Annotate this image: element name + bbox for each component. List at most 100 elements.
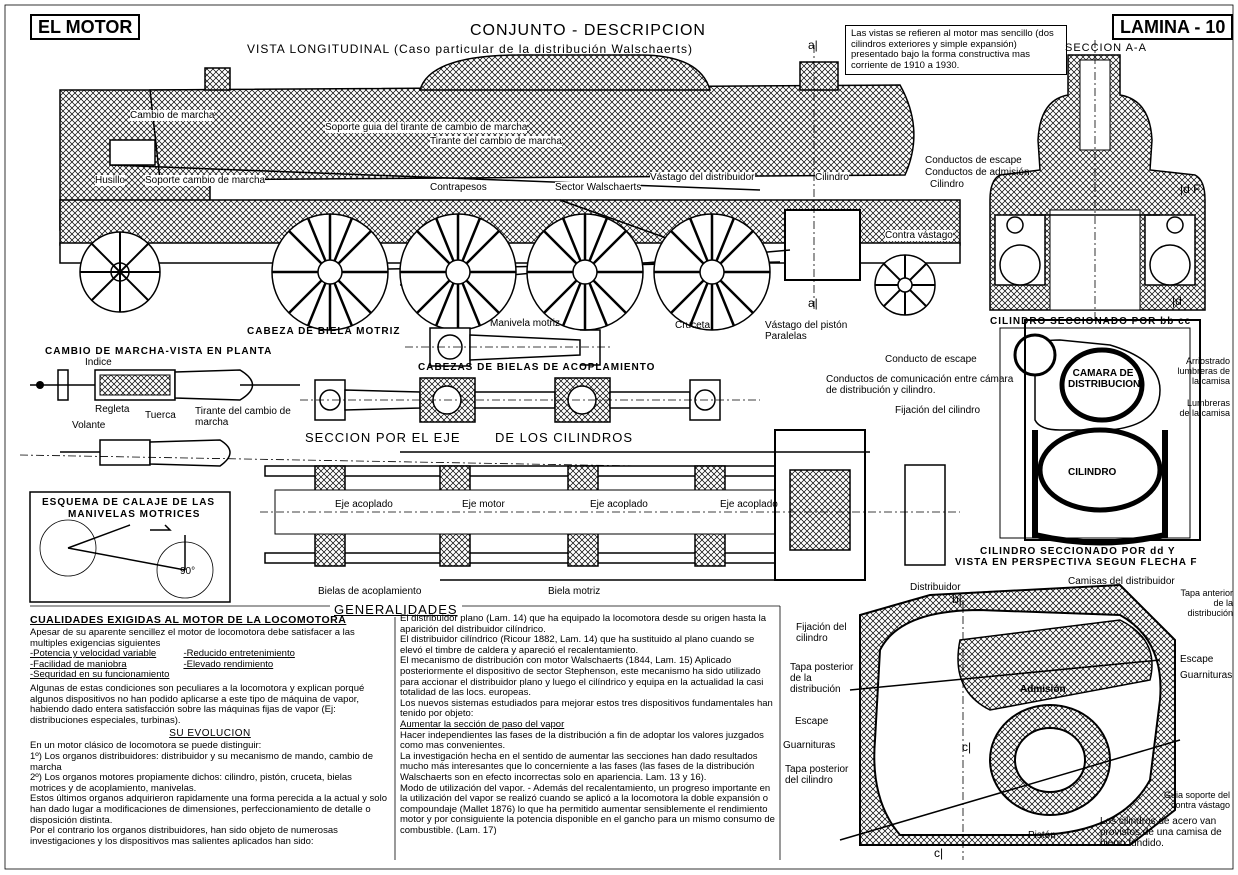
label-volante: Volante — [72, 420, 106, 431]
col2-p4: Los nuevos sistemas estudiados para mejo… — [400, 697, 773, 720]
label-tapa-posterior-cil: Tapa posterior del cilindro — [785, 764, 849, 786]
col1-p4: 1º) Los organos distribuidores: distribu… — [30, 750, 374, 773]
label-a-top: a| — [808, 38, 818, 52]
perspectiva-title-1: CILINDRO SECCIONADO POR dd Y — [980, 546, 1176, 557]
label-cruceta: Cruceta — [675, 320, 711, 331]
col1-p1: Apesar de su aparente sencillez el motor… — [30, 627, 355, 649]
label-husillo: Husillo — [95, 175, 126, 186]
esquema-angle: 90° — [180, 566, 196, 577]
col2-p6: Hacer independientes las fases de la dis… — [400, 729, 764, 752]
label-guarnituras-2: Guarnituras — [1180, 670, 1233, 681]
label-fijacion-cilindro: Fijación del cilindro — [895, 405, 981, 416]
label-cilindros-acero: Los cilindros de acero van provistos de … — [1100, 816, 1222, 849]
driving-wheels — [79, 45, 936, 331]
col2-p5: Aumentar la sección de paso del vapor — [400, 718, 565, 730]
col2-p8: Modo de utilización del vapor. - Además … — [400, 782, 775, 836]
col2-p7: La investigación hecha en el sentido de … — [400, 750, 758, 783]
label-escape-1: Escape — [795, 716, 829, 727]
req-5: -Elevado rendimiento — [183, 658, 274, 670]
su-evolucion: SU EVOLUCION — [169, 728, 251, 740]
label-admision: Admisión — [1020, 684, 1066, 695]
header-center-title: CONJUNTO - DESCRIPCION — [470, 22, 706, 39]
crank-schema-drawing — [29, 491, 231, 603]
label-soporte-guia: Soporte guia del tirante de cambio de ma… — [325, 122, 528, 133]
label-paralelas: Paralelas — [765, 331, 807, 342]
coupling-rod-heads — [300, 377, 760, 423]
label-lumbreras: Lumbreras de la camisa — [1179, 398, 1230, 418]
label-fijacion-perspectiva: Fijación del cilindro — [796, 622, 847, 644]
label-tirante-planta: Tirante del cambio de marcha — [195, 406, 291, 428]
label-eje-2: Eje motor — [462, 499, 505, 510]
label-tapa-anterior: Tapa anterior de la distribución — [1180, 588, 1233, 618]
cylinder-section-bb-drawing — [999, 319, 1201, 546]
reversing-gear-plan-drawing — [19, 369, 751, 469]
label-biela-motriz: Biela motriz — [548, 586, 601, 597]
col2-p3: El mecanismo de distribución con motor W… — [400, 655, 764, 699]
label-d-f: |d F — [1180, 182, 1201, 196]
label-conductos-escape: Conductos de escape — [925, 155, 1022, 166]
label-camara-distribucion: CAMARA DE DISTRIBUCION — [1068, 368, 1141, 390]
req-4: -Reducido entretenimiento — [183, 648, 295, 660]
col1-p6: Estos últimos organos adquirieron rapida… — [30, 793, 387, 826]
label-guarnituras-1: Guarnituras — [783, 740, 836, 751]
connecting-rod-head — [405, 327, 610, 367]
cabezas-acoplamiento-title: CABEZAS DE BIELAS DE ACOPLAMIENTO — [418, 362, 656, 373]
label-guia-soporte: Guia soporte del contra vástago — [1163, 790, 1230, 810]
label-regleta: Regleta — [95, 404, 130, 415]
label-tapa-posterior-dist: Tapa posterior de la distribución — [790, 662, 854, 695]
label-camisas: Camisas del distribuidor — [1068, 576, 1175, 587]
label-conductos-comunicacion: Conductos de comunicación entre cámara d… — [826, 374, 1014, 396]
page-frame — [4, 4, 1234, 870]
label-cilindro-aa: Cilindro — [930, 179, 964, 190]
label-manivela: Manivela motriz — [490, 318, 561, 329]
seccion-eje-title-left: SECCION POR EL EJE — [305, 430, 461, 445]
header-note: Las vistas se refieren al motor mas senc… — [845, 25, 1067, 76]
label-distribuidor: Distribuidor — [910, 582, 961, 593]
label-bielas-acoplamiento: Bielas de acoplamiento — [318, 586, 422, 597]
req-2: -Facilidad de maniobra — [30, 658, 127, 670]
req-1: -Potencia y velocidad variable — [30, 648, 157, 660]
col1-title: CUALIDADES EXIGIDAS AL MOTOR DE LA LOCOM… — [30, 614, 347, 626]
label-contrapesos: Contrapesos — [430, 182, 487, 193]
esquema-title-1: ESQUEMA DE CALAJE DE LAS — [42, 497, 216, 508]
col1-p3: En un motor clásico de locomotora se pue… — [30, 740, 262, 752]
label-c-2: c| — [934, 846, 944, 860]
label-d: |d — [1172, 294, 1182, 308]
generalidades-column-1: CUALIDADES EXIGIDAS AL MOTOR DE LA LOCOM… — [30, 614, 390, 864]
label-contra-vastago: Contra vástago — [885, 230, 953, 241]
label-c-1: c| — [962, 740, 972, 754]
label-soporte-cambio: Soporte cambio de marcha — [145, 175, 266, 186]
label-piston: Pistón — [1028, 830, 1056, 841]
esquema-title-2: MANIVELAS MOTRICES — [68, 509, 201, 520]
label-conductos-admision: Conductos de admisión — [925, 167, 1030, 178]
label-vastago-distribuidor: Vástago del distribuidor — [650, 172, 755, 183]
cambio-planta-title: CAMBIO DE MARCHA-VISTA EN PLANTA — [45, 346, 273, 357]
seccion-eje-title-right: DE LOS CILINDROS — [495, 430, 634, 445]
header-left-title: EL MOTOR — [30, 14, 141, 40]
label-b: b| — [952, 592, 962, 606]
label-escape-2: Escape — [1180, 654, 1214, 665]
col1-p2: Algunas de estas condiciones son peculia… — [30, 682, 365, 726]
label-a-bottom: a| — [808, 296, 818, 310]
cylinder-perspective-drawing — [839, 583, 1181, 860]
axle-section-drawing — [260, 429, 960, 581]
cilindro-seccionado-title: CILINDRO SECCIONADO POR bb cc — [990, 316, 1192, 327]
perspectiva-title-2: VISTA EN PERSPECTIVA SEGUN FLECHA F — [955, 557, 1198, 568]
label-eje-3: Eje acoplado — [590, 499, 648, 510]
section-aa-drawing — [989, 40, 1206, 320]
generalidades-title: GENERALIDADES — [330, 602, 462, 617]
label-conducto-escape: Conducto de escape — [885, 354, 977, 365]
label-cilindro-bb: CILINDRO — [1068, 467, 1117, 478]
cabeza-biela-title: CABEZA DE BIELA MOTRIZ — [247, 326, 401, 337]
label-sector: Sector Walschaerts — [555, 182, 642, 193]
label-cambio-marcha: Cambio de marcha — [130, 110, 215, 121]
col2-p2: El distribuidor cilíndrico (Ricour 1882,… — [400, 634, 755, 656]
req-3: -Seguridad en su funcionamiento — [30, 669, 170, 681]
label-eje-4: Eje acoplado — [720, 499, 778, 510]
label-eje-1: Eje acoplado — [335, 499, 393, 510]
label-vastago-piston: Vástago del pistón — [765, 320, 848, 331]
col1-p7: Por el contrario los organos distribuido… — [30, 825, 338, 847]
generalidades-column-2: El distribuidor plano (Lam. 14) que ha e… — [400, 614, 775, 864]
label-tirante: Tirante del cambio de marcha — [430, 136, 562, 147]
